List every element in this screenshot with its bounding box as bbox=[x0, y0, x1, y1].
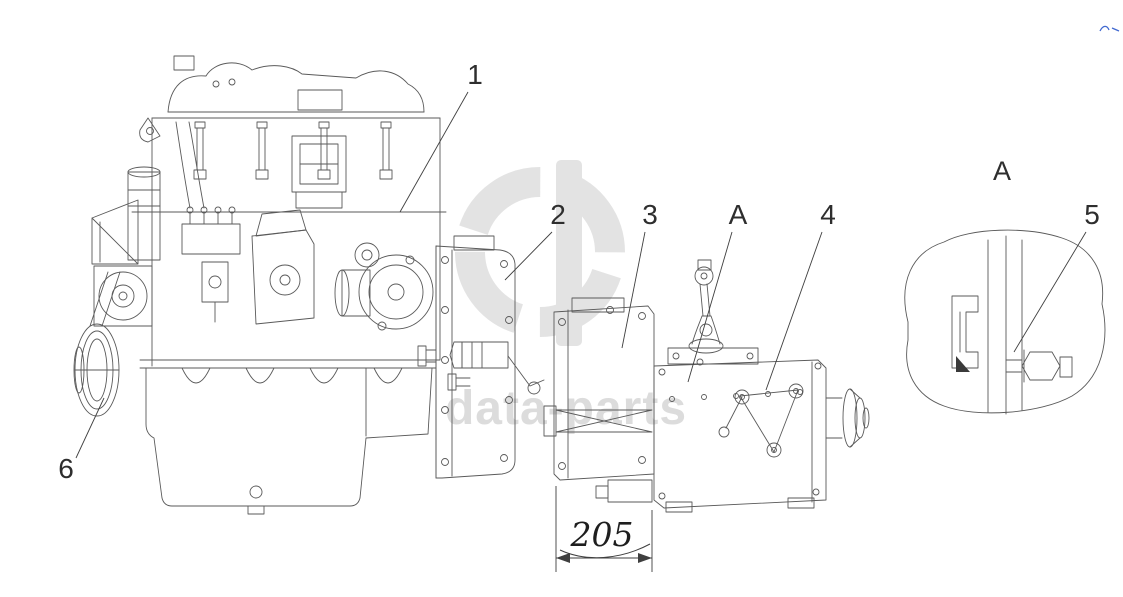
watermark-logo bbox=[455, 160, 625, 346]
callout-A: A bbox=[729, 199, 748, 230]
engine-drawing bbox=[73, 55, 447, 515]
gearbox-drawing bbox=[543, 259, 870, 513]
callout-3: 3 bbox=[642, 199, 658, 230]
callout-6: 6 bbox=[58, 453, 74, 484]
detail-view-label: A bbox=[993, 156, 1011, 186]
watermark-text: data-parts bbox=[445, 382, 687, 435]
callout-2: 2 bbox=[550, 199, 566, 230]
detail-a-drawing bbox=[904, 229, 1106, 415]
leader-lines bbox=[75, 91, 1087, 459]
dimension-lines bbox=[555, 486, 653, 572]
dimension-value: 205 bbox=[570, 515, 634, 554]
callout-1: 1 bbox=[467, 59, 483, 90]
corner-mark bbox=[1099, 25, 1120, 32]
clutch-housing-drawing bbox=[417, 235, 545, 479]
callout-4: 4 bbox=[820, 199, 836, 230]
callout-5: 5 bbox=[1084, 199, 1100, 230]
